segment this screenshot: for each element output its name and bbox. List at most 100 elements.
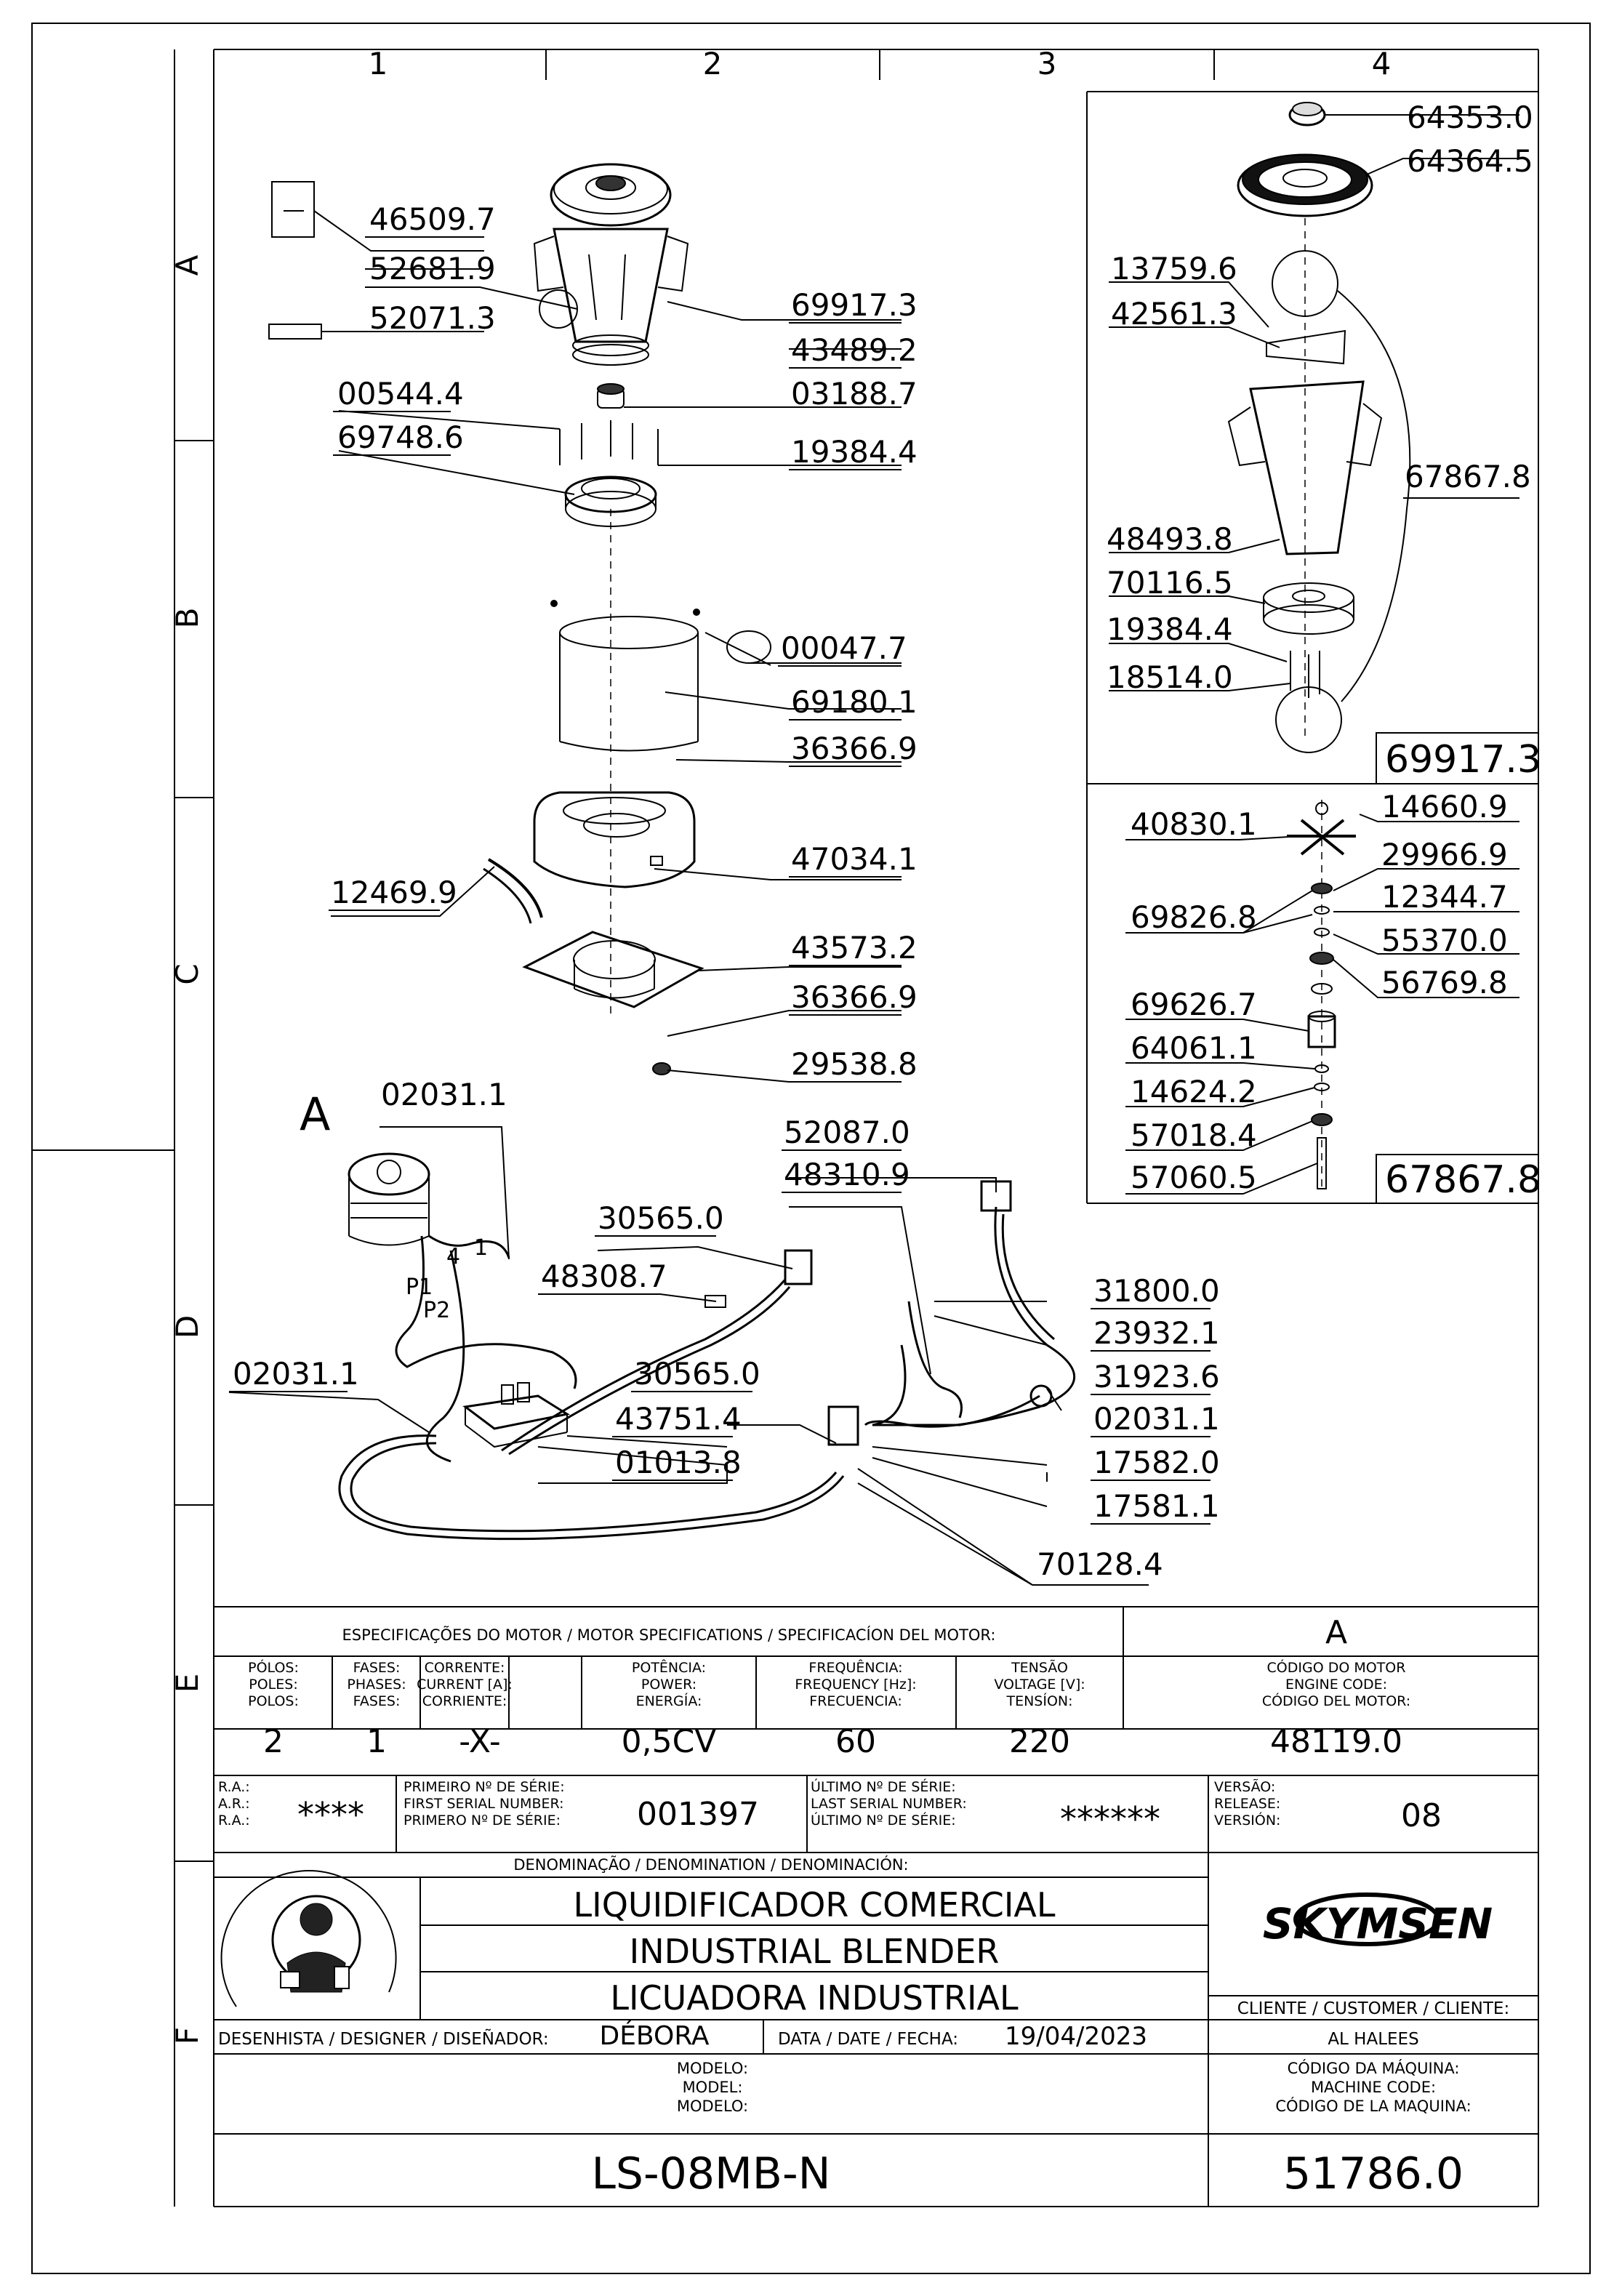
- lid-icon: [1237, 153, 1373, 217]
- part-29966: 29966.9: [1381, 837, 1508, 872]
- grid-col-3: 3: [1037, 46, 1057, 81]
- main-leader-lines: [228, 210, 1149, 1586]
- frequency-header-2: FREQUENCY [Hz]:: [795, 1677, 916, 1693]
- motor-flange-icon: [564, 475, 657, 527]
- part-48308: 48308.7: [541, 1259, 667, 1294]
- machine-code-label-1: CÓDIGO DA MÁQUINA:: [1288, 2059, 1460, 2077]
- wire-label-p1: P1: [406, 1275, 433, 1300]
- cup-body-icon: [1227, 380, 1383, 555]
- base-plate-icon: [522, 931, 704, 1008]
- small-tag-icon: [268, 324, 322, 340]
- last-serial-value: ******: [1060, 1799, 1160, 1839]
- cup-base-icon: [1263, 582, 1354, 635]
- engine-code-value: 48119.0: [1270, 1723, 1402, 1760]
- part-30565-a: 30565.0: [598, 1200, 724, 1236]
- washers-icon: [1309, 883, 1334, 995]
- rubber-foot-icon: [652, 1062, 671, 1075]
- phases-header-3: FASES:: [353, 1693, 401, 1709]
- part-00544: 00544.4: [337, 376, 464, 412]
- part-42561: 42561.3: [1111, 296, 1237, 332]
- grid-row-e: E: [169, 1674, 205, 1693]
- part-48310: 48310.9: [784, 1157, 910, 1192]
- ra-label-2: A.R.:: [218, 1796, 250, 1812]
- detail-knife-drawing: [1287, 800, 1356, 1192]
- detail-zoom-circle-top: [1272, 250, 1338, 317]
- engine-code-header-2: ENGINE CODE:: [1285, 1677, 1387, 1693]
- current-value: -X-: [459, 1723, 501, 1760]
- detail-cup-leaders: [1109, 114, 1519, 691]
- part-52681: 52681.9: [369, 251, 496, 286]
- phases-value: 1: [366, 1723, 387, 1760]
- part-52071: 52071.3: [369, 300, 496, 336]
- grid-col-2: 2: [703, 46, 723, 81]
- client-value: AL HALEES: [1328, 2030, 1418, 2049]
- part-67867: 67867.8: [1405, 459, 1531, 494]
- denomination-es: LICUADORA INDUSTRIAL: [610, 1978, 1019, 2018]
- phases-header-2: PHASES:: [347, 1677, 406, 1693]
- power-cord-segment-icon: [487, 858, 543, 918]
- part-48493: 48493.8: [1107, 521, 1233, 557]
- part-69826: 69826.8: [1131, 899, 1257, 935]
- blender-cup-icon: [533, 228, 689, 366]
- first-serial-label-3: PRIMERO Nº DE SÉRIE:: [404, 1812, 561, 1829]
- drawing-frame: [31, 23, 1591, 2274]
- part-12344: 12344.7: [1381, 879, 1508, 915]
- part-13759: 13759.6: [1111, 251, 1237, 286]
- frequency-header-3: FRECUENCIA:: [809, 1693, 902, 1709]
- wire-label-1: 1: [474, 1235, 488, 1261]
- part-02031-c: 02031.1: [233, 1356, 359, 1392]
- grid-row-c: C: [169, 963, 205, 984]
- detail-knife-leaders: [1125, 814, 1519, 1195]
- part-69917: 69917.3: [791, 287, 918, 323]
- skymsen-brand-logo: SKYMSEN: [1263, 1892, 1493, 1948]
- terminal-block-icon: [462, 1382, 570, 1448]
- part-64353: 64353.0: [1407, 100, 1533, 135]
- current-header-3: CORRIENTE:: [422, 1693, 507, 1709]
- power-value: 0,5CV: [622, 1723, 717, 1760]
- cable-gland-icon: [1029, 1384, 1053, 1408]
- poles-value: 2: [263, 1723, 284, 1760]
- label-sticker-icon: [271, 181, 315, 238]
- bearing-housing-icon: [1307, 1011, 1336, 1048]
- part-55370: 55370.0: [1381, 923, 1508, 958]
- assembly-69917: 69917.3: [1385, 738, 1541, 782]
- last-serial-label-3: ÚLTIMO Nº DE SÉRIE:: [811, 1811, 956, 1829]
- current-header-1: CORRENTE:: [425, 1660, 505, 1676]
- part-64061: 64061.1: [1131, 1030, 1257, 1066]
- part-70116: 70116.5: [1107, 565, 1233, 601]
- part-01013: 01013.8: [615, 1445, 742, 1480]
- version-value: 08: [1401, 1797, 1442, 1834]
- poles-header-1: PÓLOS:: [248, 1658, 299, 1676]
- designer-value: DÉBORA: [599, 2020, 709, 2051]
- version-label-1: VERSÃO:: [1214, 1778, 1275, 1795]
- wire-label-p2: P2: [423, 1298, 450, 1323]
- part-18514: 18514.0: [1107, 659, 1233, 695]
- denomination-label: DENOMINAÇÃO / DENOMINATION / DENOMINACIÓ…: [513, 1855, 908, 1874]
- part-03188: 03188.7: [791, 376, 918, 412]
- denomination-en: INDUSTRIAL BLENDER: [630, 1932, 1000, 1971]
- wiring-harness-icon: [338, 1206, 1076, 1541]
- voltage-header-3: TENSÍON:: [1005, 1693, 1072, 1709]
- part-40830: 40830.1: [1131, 806, 1257, 842]
- part-00047: 00047.7: [781, 630, 907, 666]
- main-exploded-view: [268, 163, 1076, 1541]
- grid-col-1: 1: [369, 46, 388, 81]
- ra-value: ****: [297, 1795, 364, 1834]
- machine-code-label-3: CÓDIGO DE LA MAQUINA:: [1275, 2097, 1471, 2115]
- grid-row-b: B: [169, 608, 205, 629]
- main-part-numbers: 46509.7 52681.9 52071.3 69917.3 43489.2 …: [233, 201, 1220, 1582]
- designer-label: DESENHISTA / DESIGNER / DISEÑADOR:: [218, 2028, 549, 2049]
- detail-cup-box: [1086, 91, 1539, 1204]
- last-serial-label-1: ÚLTIMO Nº DE SÉRIE:: [811, 1778, 956, 1795]
- gasket-icon: [1266, 329, 1346, 365]
- detail-cup-drawing: [1227, 102, 1411, 753]
- engine-code-header-1: CÓDIGO DO MOTOR: [1267, 1658, 1406, 1676]
- blender-lid-icon: [550, 163, 672, 227]
- power-header-1: POTÊNCIA:: [632, 1659, 706, 1676]
- model-value: LS-08MB-N: [592, 2148, 831, 2199]
- coupling-icon: [597, 383, 625, 409]
- motor-version-letter: A: [1325, 1614, 1347, 1651]
- poles-header-2: POLES:: [249, 1677, 297, 1693]
- assembly-67867: 67867.8: [1385, 1158, 1541, 1202]
